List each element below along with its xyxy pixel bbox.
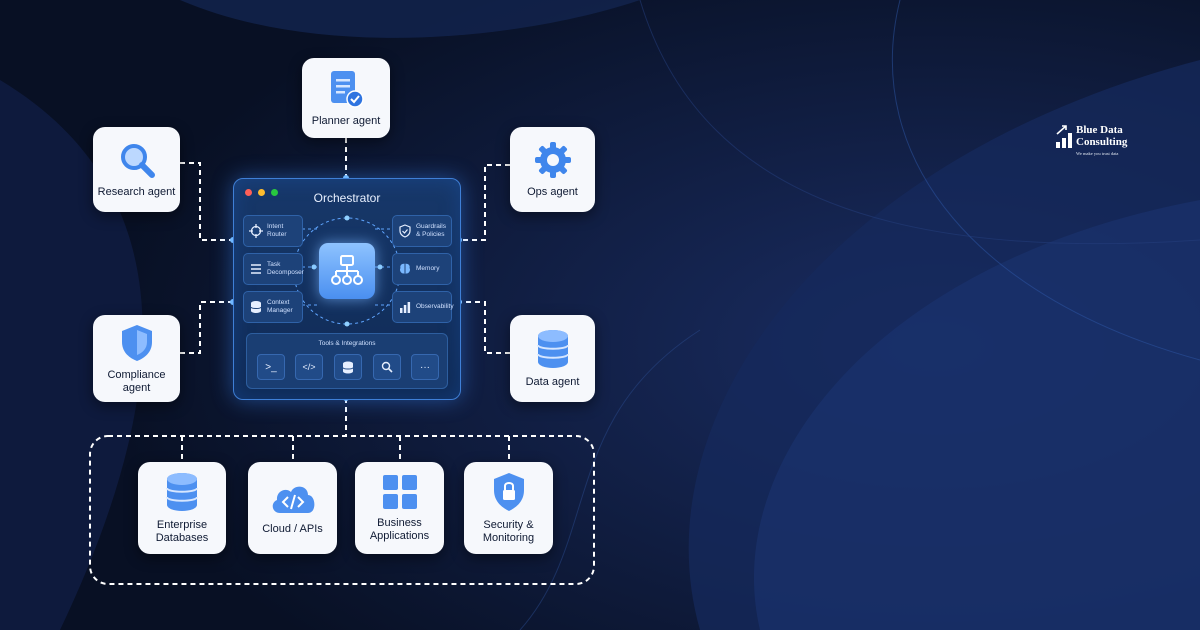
code-icon[interactable]: </>	[295, 354, 323, 380]
planner-agent-card[interactable]: Planner agent	[302, 58, 390, 138]
orchestrator-core[interactable]	[319, 243, 375, 299]
bar-chart-icon	[400, 302, 411, 313]
resource-label: Enterprise Databases	[155, 519, 209, 544]
database-icon	[166, 473, 198, 511]
resource-label: Cloud / APIs	[262, 522, 323, 535]
module-guardrails-policies[interactable]: Guardrails & Policies	[392, 215, 452, 247]
module-observability[interactable]: Observability	[392, 291, 454, 323]
app-grid-icon	[382, 475, 417, 509]
tools-integrations-panel: Tools & Integrations >_ </> ···	[246, 333, 448, 389]
database-icon	[250, 301, 262, 313]
search-icon	[120, 144, 155, 178]
document-check-icon	[331, 70, 364, 108]
shield-check-icon	[399, 224, 411, 238]
window-dot-red	[245, 189, 252, 196]
brand-name: Blue Data Consulting	[1076, 124, 1128, 148]
database-icon	[536, 330, 569, 368]
gear-icon	[534, 142, 571, 178]
window-dot-green	[271, 189, 278, 196]
orchestrator-title: Orchestrator	[313, 191, 381, 205]
window-dot-yellow	[258, 189, 265, 196]
module-label: Observability	[416, 303, 454, 310]
shield-lock-icon	[493, 473, 524, 511]
module-context-manager[interactable]: Context Manager	[243, 291, 303, 323]
brand-tagline: We make you trust data	[1076, 151, 1119, 156]
research-agent-label: Research agent	[97, 186, 176, 198]
compliance-agent-label: Compliance agent	[107, 368, 166, 394]
tools-title: Tools & Integrations	[318, 340, 376, 347]
module-label: Guardrails & Policies	[416, 223, 446, 238]
module-label: Memory	[416, 265, 440, 272]
module-label: Intent Router	[267, 223, 287, 238]
crosshair-icon	[249, 224, 263, 238]
growth-chart-icon	[1056, 125, 1072, 148]
terminal-icon[interactable]: >_	[257, 354, 285, 380]
security-monitoring-card[interactable]: Security & Monitoring	[464, 462, 553, 554]
data-agent-label: Data agent	[525, 376, 580, 388]
module-task-decomposer[interactable]: Task Decomposer	[243, 253, 304, 285]
data-agent-card[interactable]: Data agent	[510, 315, 595, 402]
ops-agent-card[interactable]: Ops agent	[510, 127, 595, 212]
more-icon[interactable]: ···	[411, 354, 439, 380]
orchestrator-panel: Orchestrator Intent Router Task Decompos…	[233, 178, 461, 400]
planner-agent-label: Planner agent	[311, 114, 381, 127]
business-applications-card[interactable]: Business Applications	[355, 462, 444, 554]
cloud-apis-card[interactable]: Cloud / APIs	[248, 462, 337, 554]
shield-icon	[121, 324, 152, 361]
research-agent-card[interactable]: Research agent	[93, 127, 180, 212]
resource-label: Business Applications	[369, 517, 430, 542]
list-icon	[251, 264, 261, 274]
database-icon[interactable]	[334, 354, 362, 380]
module-label: Task Decomposer	[267, 261, 304, 276]
brain-icon	[399, 263, 411, 274]
cloud-code-icon	[272, 486, 314, 513]
module-intent-router[interactable]: Intent Router	[243, 215, 303, 247]
module-label: Context Manager	[267, 299, 293, 314]
enterprise-databases-card[interactable]: Enterprise Databases	[138, 462, 226, 554]
resource-label: Security & Monitoring	[482, 519, 535, 544]
module-memory[interactable]: Memory	[392, 253, 452, 285]
search-icon[interactable]	[373, 354, 401, 380]
compliance-agent-card[interactable]: Compliance agent	[93, 315, 180, 402]
hierarchy-icon	[331, 255, 363, 285]
ops-agent-label: Ops agent	[527, 186, 578, 198]
